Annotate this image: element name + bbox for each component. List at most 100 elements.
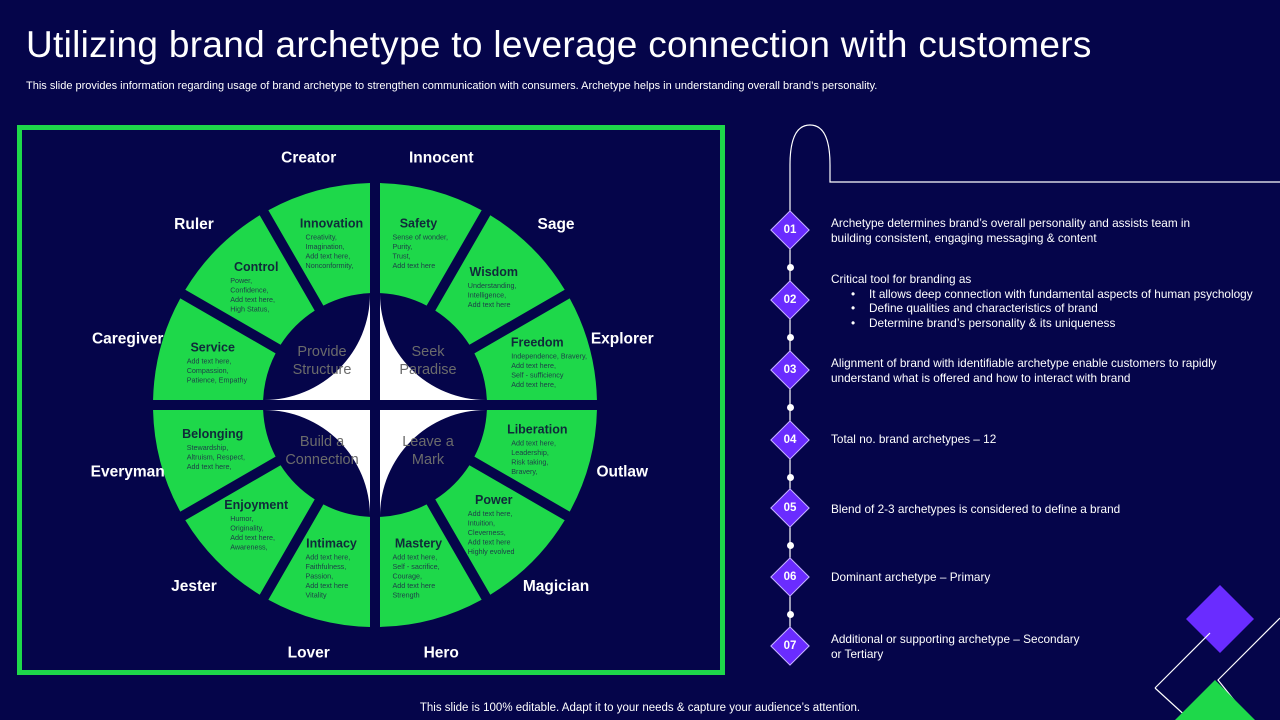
segment-desc-line: Passion, [306,572,334,581]
svg-text:Build a: Build a [300,434,345,450]
step-bullet: It allows deep connection with fundament… [851,287,1253,302]
segment-desc-line: Stewardship, [187,443,229,452]
step-text-04: Total no. brand archetypes – 12 [831,432,997,446]
segment-desc-line: Add text here, [187,462,232,471]
segment-desc-line: Intelligence, [468,290,506,299]
step-badge-03: 03 [770,350,810,390]
segment-desc-line: Understanding, [468,281,517,290]
page-subtitle: This slide provides information regardin… [26,80,878,92]
segment-title: Wisdom [470,265,519,279]
segment-desc-line: Originality, [230,523,263,532]
segment-title: Liberation [507,422,567,436]
step-number: 02 [783,294,797,306]
segment-desc-line: Independence, Bravery, [511,352,587,361]
archetype-label-innocent: Innocent [409,150,474,167]
step-bullet: Define qualities and characteristics of … [851,301,1253,316]
archetype-label-everyman: Everyman [91,463,165,480]
segment-desc-line: Add text here [468,300,511,309]
step-text-06: Dominant archetype – Primary [831,570,991,584]
segment-desc-line: Purity, [392,242,412,251]
segment-desc-line: Risk taking, [511,457,548,466]
segment-desc-line: Sense of wonder, [392,233,448,242]
timeline-dot [787,264,794,271]
segment-desc-line: Add text here [392,581,435,590]
svg-text:Leave a: Leave a [402,434,455,450]
segment-desc-line: Add text here [392,261,435,270]
timeline-dot [787,542,794,549]
archetype-label-creator: Creator [281,150,336,167]
segment-title: Control [234,260,278,274]
step-badge-05: 05 [770,488,810,528]
segment-title: Innovation [300,217,363,231]
segment-title: Power [475,493,513,507]
segment-desc-line: Add text here, [511,380,556,389]
segment-title: Belonging [182,427,243,441]
segment-desc-line: Add text here, [392,553,437,562]
segment-desc-line: Add text here [468,538,511,547]
segment-desc-line: Add text here [306,581,349,590]
step-bullet: Determine brand’s personality & its uniq… [851,316,1253,331]
timeline-dot [787,474,794,481]
archetype-label-magician: Magician [523,578,589,595]
step-badge-06: 06 [770,557,810,597]
segment-desc-line: Add text here, [306,553,351,562]
segment-desc-line: Altruism, Respect, [187,453,245,462]
step-number: 06 [783,571,797,583]
segment-desc-line: Creativity, [306,233,337,242]
segment-desc-line: Leadership, [511,448,549,457]
timeline-dot [787,611,794,618]
step-number: 01 [783,224,797,236]
svg-text:Provide: Provide [297,344,346,360]
segment-desc-line: Highly evolved [468,547,515,556]
archetype-label-lover: Lover [288,644,330,661]
step-text-03: Alignment of brand with identifiable arc… [831,356,1217,385]
segment-title: Service [190,340,235,354]
svg-text:Structure: Structure [293,362,352,378]
step-badge-02: 02 [770,280,810,320]
segment-title: Intimacy [306,537,357,551]
segment-desc-line: High Status, [230,305,269,314]
archetype-label-ruler: Ruler [174,216,214,233]
segment-desc-line: Compassion, [187,366,229,375]
step-number: 04 [783,434,797,446]
step-text-02: Critical tool for branding asIt allows d… [831,272,1253,330]
core-quadrant: Build a Connection [264,410,370,516]
page-title: Utilizing brand archetype to leverage co… [26,24,1092,65]
segment-desc-line: Add text here, [511,438,556,447]
segment-title: Freedom [511,336,564,350]
segment-desc-line: Self - sacrifice, [392,562,439,571]
step-number: 07 [783,640,797,652]
segment-desc-line: Add text here, [230,295,275,304]
step-text-05: Blend of 2-3 archetypes is considered to… [831,502,1121,516]
segment-title: Safety [400,217,438,231]
segment-desc-line: Add text here, [187,356,232,365]
segment-desc-line: Power, [230,276,252,285]
segment-desc-line: Courage, [392,572,422,581]
step-badge-07: 07 [770,626,810,666]
segment-desc-line: Add text here, [468,509,513,518]
segment-desc-line: Nonconformity, [306,261,354,270]
svg-text:Connection: Connection [285,452,358,468]
segment-desc-line: Humor, [230,514,253,523]
segment-desc-line: Trust, [392,252,410,261]
archetype-label-hero: Hero [424,644,459,661]
step-badge-01: 01 [770,210,810,250]
svg-text:Paradise: Paradise [399,362,456,378]
segment-desc-line: Bravery, [511,467,537,476]
archetype-label-explorer: Explorer [591,331,654,348]
archetype-label-outlaw: Outlaw [596,463,649,480]
